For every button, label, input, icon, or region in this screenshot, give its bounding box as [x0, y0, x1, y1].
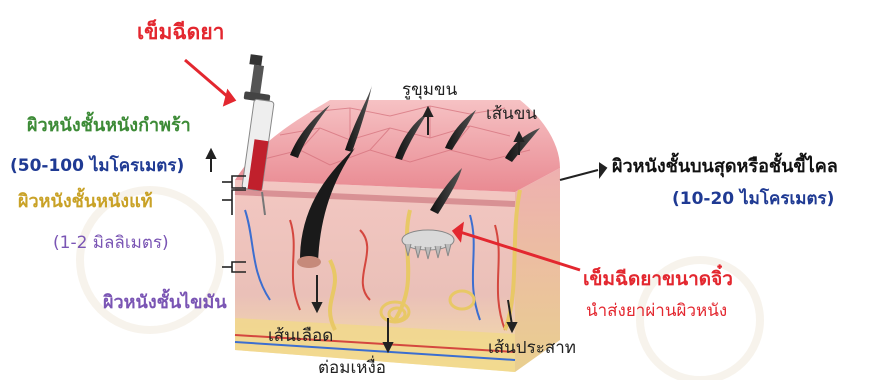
epidermis-range-label: (50-100 ไมโครเมตร): [10, 158, 184, 175]
hair-label: เส้นขน: [486, 106, 537, 123]
microneedle-label: เข็มฉีดยาขนาดจิ๋ว: [583, 270, 733, 289]
epidermis-label: ผิวหนังชั้นหนังกำพร้า: [27, 117, 191, 135]
microneedle-desc-label: นำส่งยาผ่านผิวหนัง: [586, 303, 727, 320]
stratum-corneum-label: ผิวหนังชั้นบนสุดหรือชั้นขี้ไคล: [612, 158, 838, 176]
nerve-label: เส้นประสาท: [488, 340, 576, 357]
sweat-gland-label: ต่อมเหงื่อ: [318, 360, 386, 377]
dermis-label: ผิวหนังชั้นหนังแท้: [18, 193, 153, 211]
syringe-label: เข็มฉีดยา: [137, 22, 224, 43]
blood-vessel-label: เส้นเลือด: [268, 328, 333, 345]
stratum-corneum-range-label: (10-20 ไมโครเมตร): [672, 191, 834, 208]
dermis-range-label: (1-2 มิลลิเมตร): [53, 235, 169, 252]
pore-label: รูขุมขน: [402, 82, 457, 99]
fat-label: ผิวหนังชั้นไขมัน: [103, 294, 227, 312]
